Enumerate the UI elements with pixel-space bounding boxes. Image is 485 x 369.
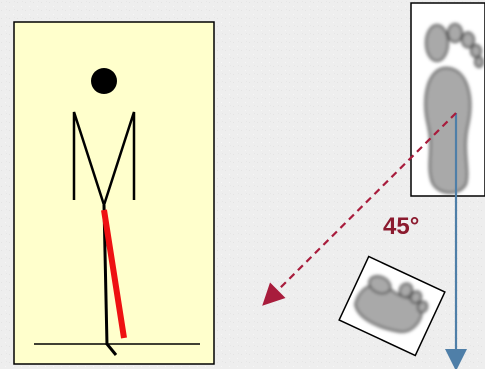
stick-figure-panel — [14, 22, 214, 364]
figure-head — [91, 68, 117, 94]
angle-label: 45° — [383, 213, 419, 240]
footprint-upright — [411, 3, 485, 196]
